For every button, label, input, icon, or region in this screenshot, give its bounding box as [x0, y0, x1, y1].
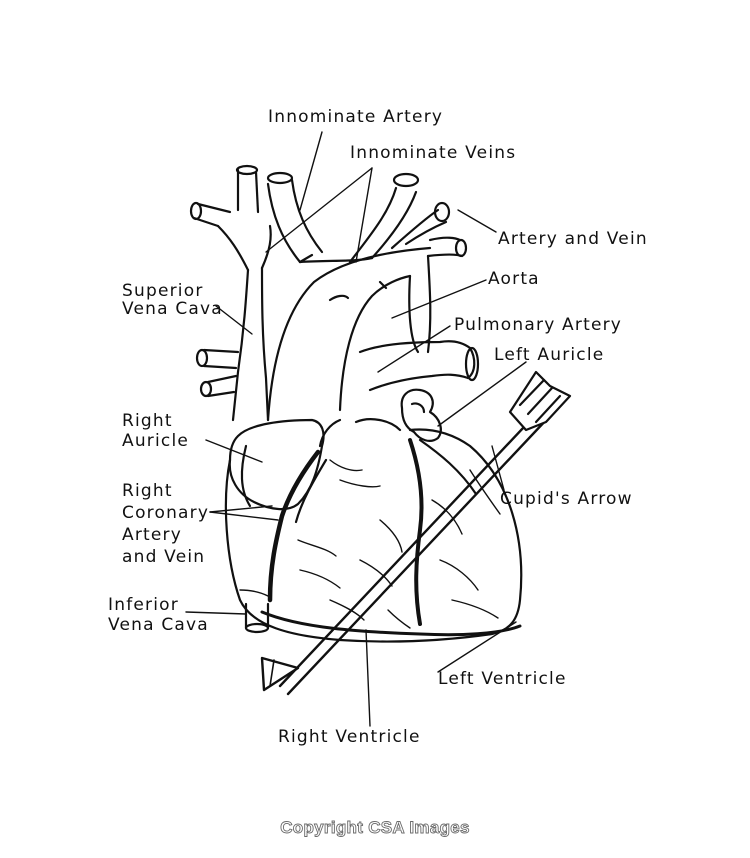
label-innominate-veins: Innominate Veins: [350, 143, 517, 163]
left-auricle-shape: [400, 388, 442, 442]
label-right-coronary-line4: and Vein: [122, 547, 206, 567]
label-right-auricle-line2: Auricle: [122, 431, 190, 451]
label-artery-and-vein: Artery and Vein: [498, 229, 648, 249]
label-right-coronary-line1: Right: [122, 481, 173, 501]
cupids-arrow-shape: [260, 370, 572, 696]
innominate-vessels-shape: [266, 171, 468, 264]
label-cupids-arrow: Cupid's Arrow: [500, 489, 633, 509]
label-left-auricle: Left Auricle: [494, 345, 605, 365]
label-pulmonary-artery: Pulmonary Artery: [454, 315, 623, 335]
label-right-ventricle: Right Ventricle: [278, 727, 421, 747]
leader-lines: [185, 131, 527, 727]
superior-vena-cava-shape: [189, 164, 272, 422]
copyright-watermark: Copyright CSA Images: [280, 818, 470, 838]
label-inferior-vena-cava-line2: Vena Cava: [108, 615, 209, 635]
label-right-coronary-line3: Artery: [122, 525, 182, 545]
inferior-vena-cava-shape: [244, 602, 270, 634]
label-innominate-artery: Innominate Artery: [268, 107, 444, 127]
heart-body-shape: [224, 418, 523, 643]
label-aorta: Aorta: [488, 269, 540, 289]
label-right-auricle-line1: Right: [122, 411, 173, 431]
label-superior-vena-cava-line2: Vena Cava: [122, 299, 223, 319]
label-superior-vena-cava-line1: Superior: [122, 281, 204, 301]
pulmonary-artery-shape: [358, 340, 480, 392]
label-left-ventricle: Left Ventricle: [438, 669, 567, 689]
label-inferior-vena-cava-line1: Inferior: [108, 595, 179, 615]
label-right-coronary-line2: Coronary: [122, 503, 210, 523]
